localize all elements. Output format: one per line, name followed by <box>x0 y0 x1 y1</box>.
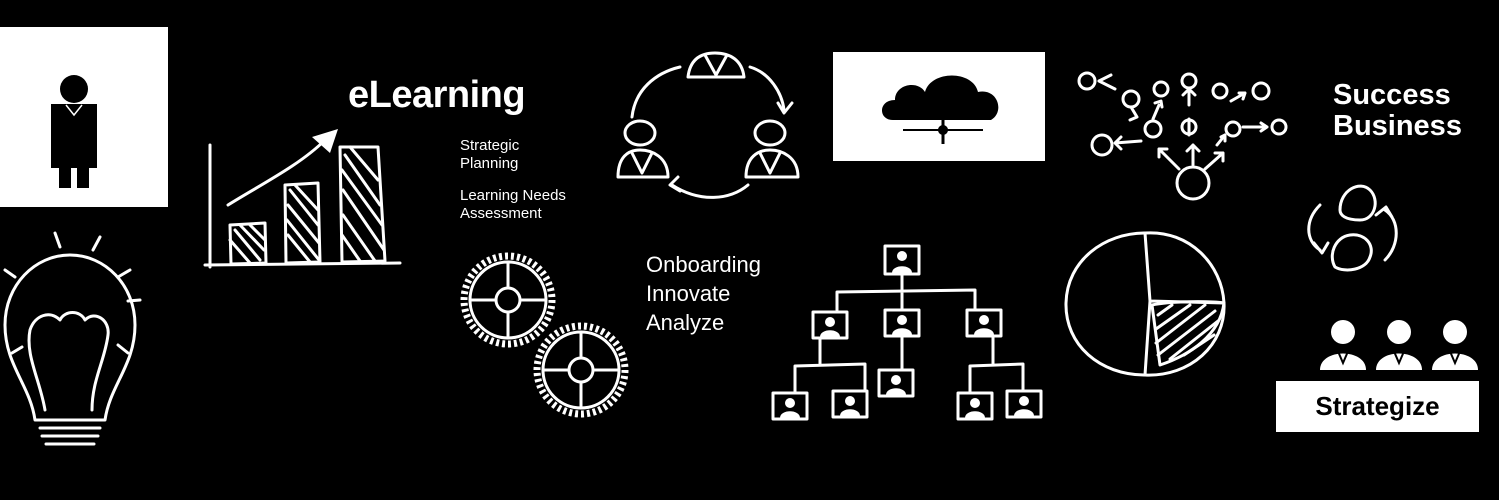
tagline-success: Success <box>1333 79 1451 111</box>
action-analyze: Analyze <box>646 310 725 335</box>
person-panel <box>0 27 168 207</box>
growth-chart-icon <box>203 129 402 269</box>
strategize-button[interactable]: Strategize <box>1276 381 1479 432</box>
topic-learning-needs: Learning Needs Assessment <box>460 187 566 222</box>
lightbulb-icon <box>3 231 142 446</box>
action-innovate: Innovate <box>646 281 731 306</box>
topic-strategic-planning: Strategic Planning <box>460 137 520 172</box>
gears-icon <box>460 252 629 418</box>
team-icon <box>1320 320 1478 370</box>
exchange-people-icon <box>1307 184 1398 272</box>
heading-elearning: eLearning <box>348 74 526 116</box>
tagline-business: Business <box>1333 110 1462 142</box>
org-chart-icon <box>771 244 1043 421</box>
people-cycle-icon <box>616 51 800 199</box>
pie-chart-icon <box>1064 231 1226 377</box>
cloud-panel <box>833 52 1045 161</box>
action-onboarding: Onboarding <box>646 252 761 277</box>
person-icon <box>51 75 97 188</box>
cloud-icon <box>881 75 999 144</box>
strategy-network-icon <box>1077 71 1288 201</box>
